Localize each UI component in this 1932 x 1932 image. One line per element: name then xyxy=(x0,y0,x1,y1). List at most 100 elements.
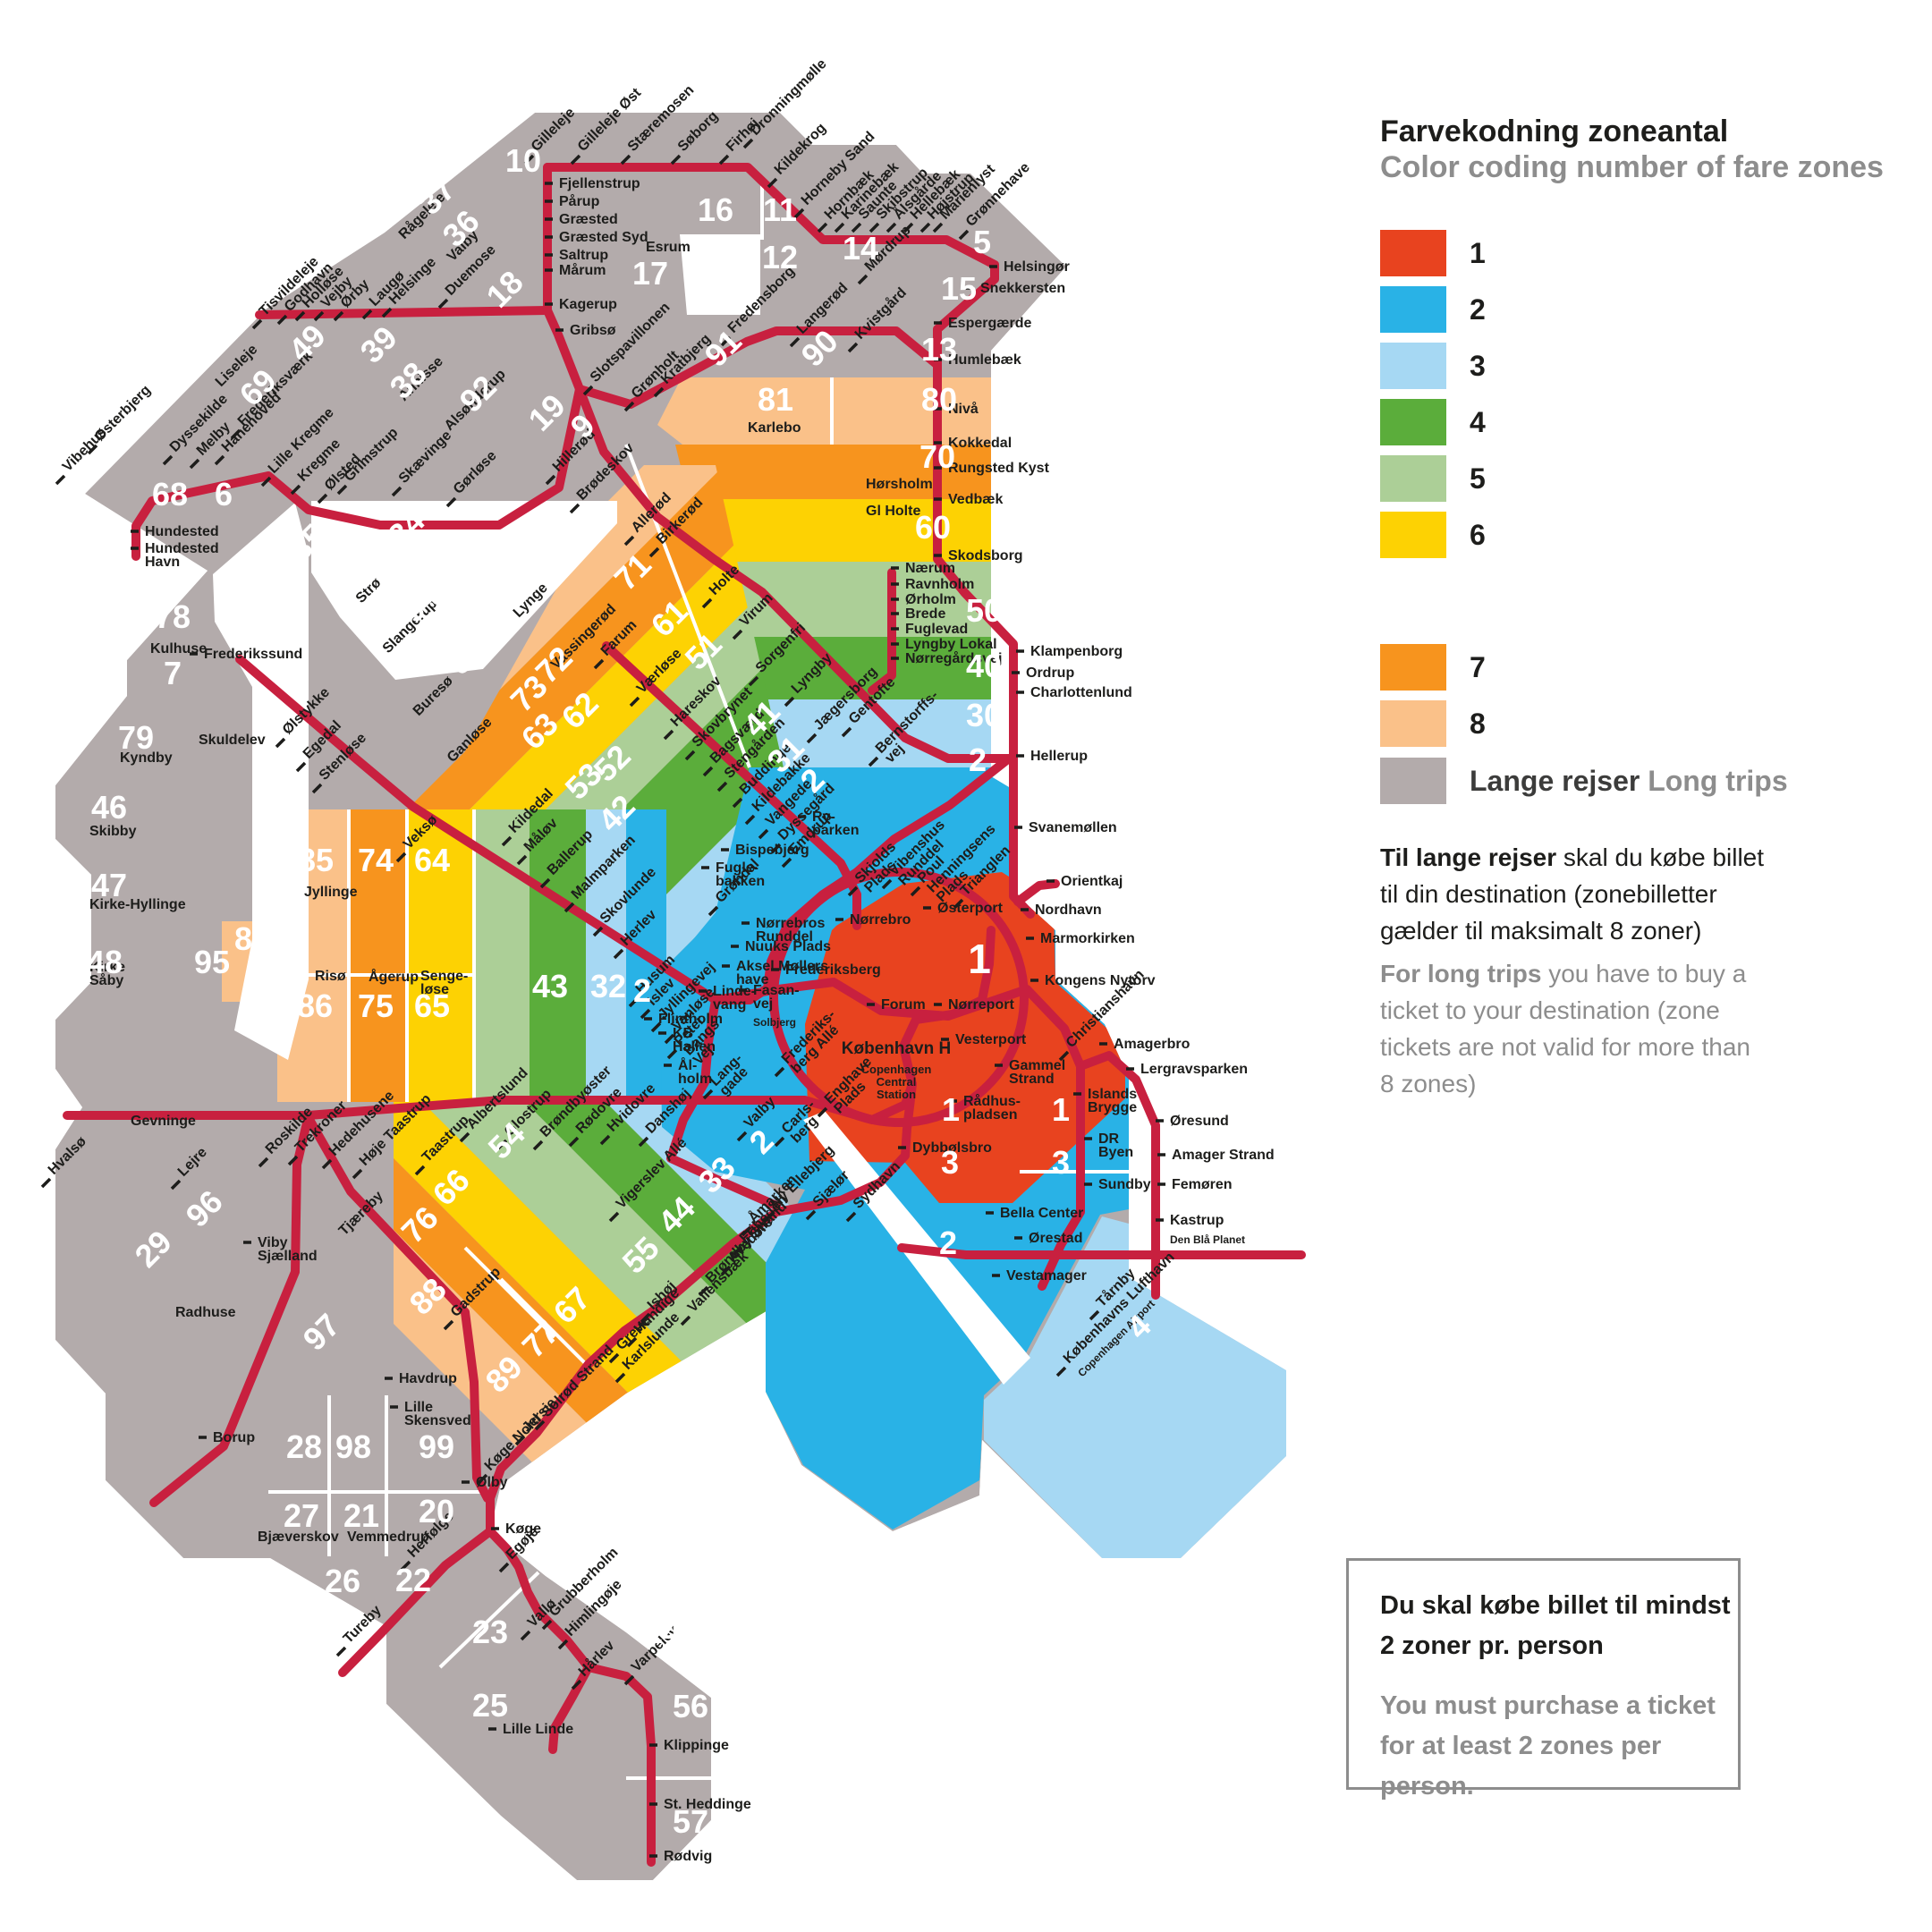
station-label: Gribsø xyxy=(570,323,616,338)
station-label: Klippinge xyxy=(664,1738,729,1753)
station-label: Amager Strand xyxy=(1172,1148,1275,1163)
station-label: Brede xyxy=(905,606,945,622)
zone-label: 78 xyxy=(155,598,191,635)
station-label: Ørestad xyxy=(1029,1231,1082,1246)
zone-label: 95 xyxy=(194,944,230,980)
fare-zone-bands xyxy=(55,113,1286,1880)
place-label: Hørsholm xyxy=(866,477,933,492)
station-label: Ry-parken xyxy=(812,809,859,838)
legend-swatch xyxy=(1380,286,1446,333)
station-label: Rådhus-pladsen xyxy=(963,1093,1021,1123)
station-label: Dybbølsbro xyxy=(912,1140,992,1156)
station-label: Græsted xyxy=(559,212,618,227)
zone-label: 1 xyxy=(942,1091,960,1128)
station-label: Rungsted Kyst xyxy=(948,461,1050,476)
zone-label: 6 xyxy=(215,476,233,513)
zone-label: 21 xyxy=(343,1497,379,1534)
station-label: Lergravsparken xyxy=(1140,1062,1248,1077)
legend-long-label: Lange rejser Long trips xyxy=(1470,764,1788,797)
place-label: Gevninge xyxy=(131,1114,196,1129)
zone-label: 20 xyxy=(419,1493,454,1530)
zone-label: 85 xyxy=(298,842,334,878)
zone-label: 8 xyxy=(234,920,252,957)
rail-lines xyxy=(63,163,1306,1867)
zone-label: 50 xyxy=(966,592,1002,629)
zone-label: 7 xyxy=(277,604,295,640)
legend-count: 3 xyxy=(1470,349,1486,382)
zone-label: 70 xyxy=(919,438,955,475)
zone-label: 1 xyxy=(1052,1091,1070,1128)
zone-label: 1 xyxy=(968,936,991,982)
station-label: Vibehus xyxy=(60,425,110,475)
note-en-rest: you have to buy a ticket to your destina… xyxy=(1380,960,1750,1097)
zone-label: 5 xyxy=(973,224,991,260)
zone-label: 48 xyxy=(87,944,123,980)
place-label: Jyllinge xyxy=(304,885,358,900)
zone-label: 57 xyxy=(673,1803,708,1840)
zone-label: 2 xyxy=(633,972,651,1009)
station-ticks xyxy=(40,138,1165,1858)
zone-label: 79 xyxy=(118,719,154,756)
zone-label: 2 xyxy=(939,1224,957,1261)
place-label: Den Blå Planet xyxy=(1170,1233,1245,1246)
station-label: Vestamager xyxy=(1006,1268,1087,1284)
place-label: Skuldelev xyxy=(199,733,266,748)
place-label: Ågerup xyxy=(369,968,419,985)
zone-label: 3 xyxy=(1052,1144,1070,1181)
zone-label: 2 xyxy=(969,741,987,778)
zone-label: 60 xyxy=(915,509,951,546)
station-label: Saltrup xyxy=(559,248,608,263)
zone-label: 10 xyxy=(505,142,541,179)
place-label: Risø xyxy=(315,969,346,984)
station-label: Klampenborg xyxy=(1030,644,1123,659)
station-label: Kastrup xyxy=(1170,1213,1224,1228)
legend-count: 1 xyxy=(1470,236,1486,269)
legend-swatch xyxy=(1380,758,1446,804)
station-label: Fuglevad xyxy=(905,622,968,637)
zone-label: 47 xyxy=(91,867,127,903)
station-label: Hundested xyxy=(145,524,219,539)
station-label: Ølby xyxy=(476,1475,508,1490)
legend-swatch xyxy=(1380,644,1446,691)
zone-label: 12 xyxy=(762,239,798,275)
station-label: Køge xyxy=(505,1521,541,1537)
station-label: Borup xyxy=(213,1430,255,1445)
legend-item: 3 xyxy=(1380,343,1486,389)
station-label: Nærum xyxy=(905,561,955,576)
station-label: Øresund xyxy=(1170,1114,1229,1129)
zone-label: 17 xyxy=(632,255,668,292)
legend-item: 8 xyxy=(1380,700,1486,747)
zone-label: 80 xyxy=(921,381,957,418)
zone-label: 7 xyxy=(164,655,182,691)
legend-count: 6 xyxy=(1470,518,1486,551)
legend-swatch xyxy=(1380,230,1446,276)
zone-label: 99 xyxy=(419,1428,454,1465)
zone-label: 32 xyxy=(590,968,626,1004)
station-label: Nuuks Plads xyxy=(745,939,831,954)
note-da-rest: skal du købe billet til din destination … xyxy=(1380,843,1765,945)
place-label: Karlebo xyxy=(748,420,801,436)
zone-label: 3 xyxy=(941,1144,959,1181)
station-label: Vesterport xyxy=(955,1032,1027,1047)
place-label: Kirke-Hyllinge xyxy=(89,897,186,912)
legend-title-en: Color coding number of fare zones xyxy=(1380,150,1884,184)
station-label: Svanemøllen xyxy=(1029,820,1117,835)
station-label: Forum xyxy=(881,997,926,1013)
zone-label: 15 xyxy=(941,270,977,307)
station-label: Marmorkirken xyxy=(1040,931,1135,946)
note-da-bold: Til lange rejser xyxy=(1380,843,1557,871)
zone-label: 75 xyxy=(358,987,394,1024)
station-label: Nørreport xyxy=(948,997,1014,1013)
station-label: Linde-vang xyxy=(713,984,756,1013)
legend-swatch xyxy=(1380,512,1446,558)
zone-label: 28 xyxy=(286,1428,322,1465)
station-label: Fjellenstrup xyxy=(559,176,640,191)
